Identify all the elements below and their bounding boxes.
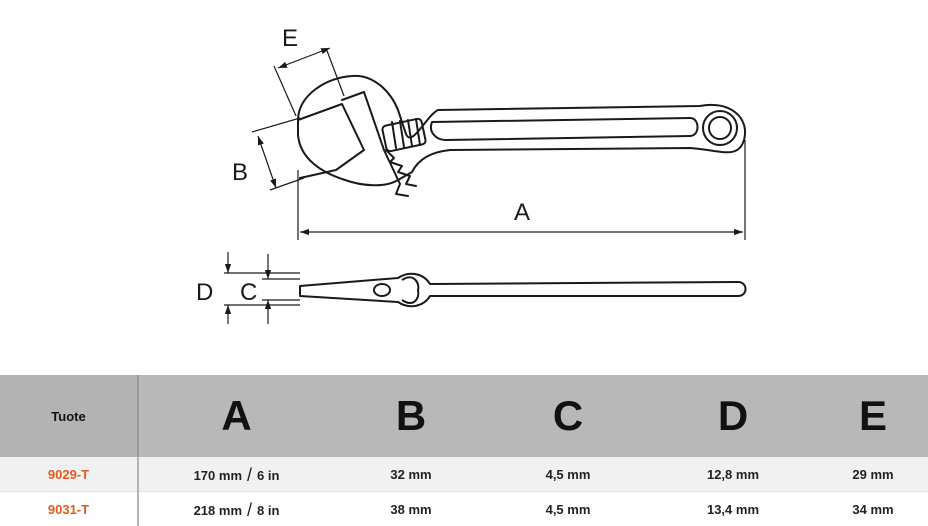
cell-a-mm: 170 mm — [194, 468, 242, 483]
cell-a: 170 mm / 6 in — [138, 457, 334, 492]
cell-a-separator: / — [247, 500, 252, 521]
wrench-side-view — [300, 274, 746, 307]
header-e: E — [818, 375, 928, 457]
cell-e: 29 mm — [818, 457, 928, 492]
cell-d: 12,8 mm — [648, 457, 818, 492]
cell-c: 4,5 mm — [488, 457, 648, 492]
cell-a-in: 6 in — [257, 468, 279, 483]
label-a: A — [514, 199, 530, 226]
dimension-d — [224, 252, 300, 324]
label-c: C — [240, 279, 257, 306]
cell-c: 4,5 mm — [488, 492, 648, 526]
cell-e: 34 mm — [818, 492, 928, 526]
header-d: D — [648, 375, 818, 457]
cell-a: 218 mm / 8 in — [138, 492, 334, 526]
header-a: A — [138, 375, 334, 457]
cell-b: 38 mm — [334, 492, 488, 526]
dimension-b — [252, 118, 304, 190]
label-b: B — [232, 159, 248, 186]
dimension-e — [274, 48, 344, 116]
product-code: 9031-T — [0, 492, 138, 526]
cell-b: 32 mm — [334, 457, 488, 492]
dimension-c — [262, 254, 300, 324]
cell-d: 13,4 mm — [648, 492, 818, 526]
label-e: E — [282, 25, 298, 52]
cell-a-mm: 218 mm — [194, 503, 242, 518]
specification-table: Tuote A B C D E 9029-T 170 mm / 6 in 32 mm… — [0, 375, 928, 526]
header-product: Tuote — [0, 375, 138, 457]
table-row: 9031-T 218 mm/8 in 38 mm 4,5 mm 13,4 mm … — [0, 492, 928, 526]
cell-a-separator: / — [247, 465, 252, 486]
cell-a-in: 8 in — [257, 503, 279, 518]
wrench-top-view — [298, 76, 745, 196]
table-row: 9029-T 170 mm/6 in 32 mm 4,5 mm 12,8 mm … — [0, 457, 928, 492]
header-b: B — [334, 375, 488, 457]
product-code: 9029-T — [0, 457, 138, 492]
wrench-technical-drawing: E B A D C — [0, 0, 928, 375]
label-d: D — [196, 279, 213, 306]
table-header-row: Tuote A B C D E — [0, 375, 928, 457]
header-c: C — [488, 375, 648, 457]
